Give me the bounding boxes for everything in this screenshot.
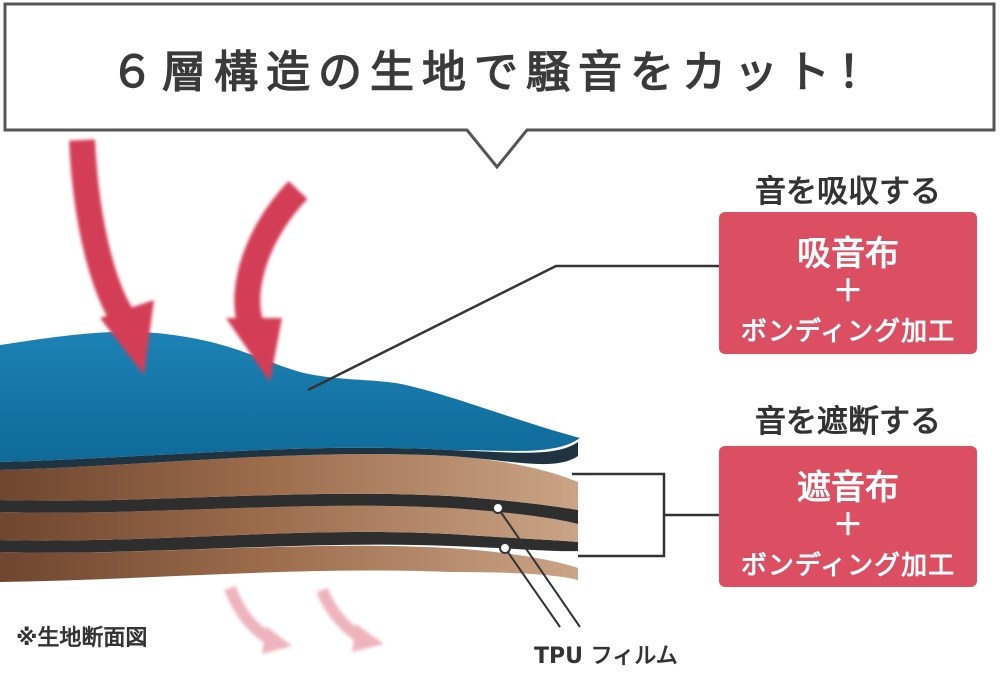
block-box-plus: ＋ xyxy=(833,508,863,543)
block-box-material: 遮音布 xyxy=(797,468,899,508)
tpu-film-label: TPU フィルム xyxy=(534,644,678,669)
tpu-film-layer-2 xyxy=(0,531,578,553)
tpu-film-layer-1 xyxy=(0,493,578,524)
faded-sound-arrow-icon xyxy=(316,587,384,652)
tpu-pointer-dot xyxy=(492,502,504,514)
tpu-pointer-line xyxy=(504,547,561,628)
absorb-title: 音を吸収する xyxy=(755,174,941,210)
sound-arrow-icon xyxy=(69,139,154,375)
page-heading: ６層構造の生地で騒音をカット！ xyxy=(110,47,890,98)
absorb-box-process: ボンディング加工 xyxy=(740,317,956,347)
absorb-leader-line xyxy=(307,264,719,392)
block-box: 遮音布 ＋ ボンディング加工 xyxy=(719,446,977,587)
faded-sound-arrow-icon xyxy=(224,585,292,654)
wood-layer-2 xyxy=(0,505,578,542)
blue-layer-backing xyxy=(0,442,578,470)
block-box-process: ボンディング加工 xyxy=(740,551,956,581)
tpu-pointer-dot xyxy=(499,542,511,554)
blue-absorbing-layer xyxy=(0,331,580,462)
heading-speech-bubble xyxy=(3,2,996,170)
sound-arrow-icon xyxy=(226,181,308,382)
absorb-box-material: 吸音布 xyxy=(797,234,899,274)
wood-layer-3 xyxy=(0,545,578,582)
absorb-box: 吸音布 ＋ ボンディング加工 xyxy=(719,212,977,354)
cross-section-note: ※生地断面図 xyxy=(16,626,148,651)
absorb-box-plus: ＋ xyxy=(833,274,863,309)
block-bracket xyxy=(572,472,666,558)
block-title: 音を遮断する xyxy=(755,404,941,440)
tpu-pointer-line xyxy=(497,507,581,628)
wood-layer-1 xyxy=(0,453,578,510)
